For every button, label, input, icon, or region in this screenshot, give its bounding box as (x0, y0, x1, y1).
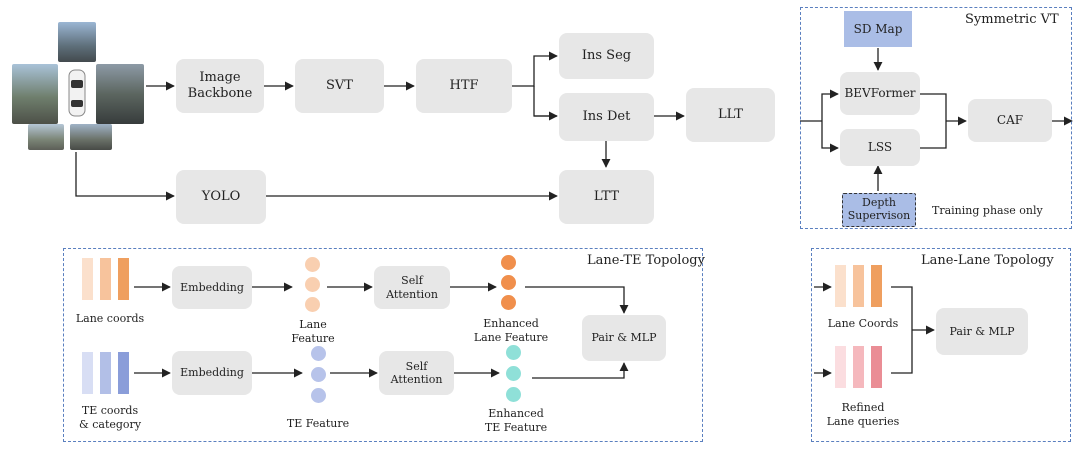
te-feature-label: TE Feature (286, 417, 350, 430)
te-coords-label: TE coords & category (78, 404, 142, 432)
lane-coords-label-ll: Lane Coords (827, 317, 899, 330)
ins-seg-box: Ins Seg (559, 33, 654, 79)
camera-image-front-left (12, 64, 58, 124)
depth-supervision-box: Depth Supervison (842, 193, 916, 227)
lane-coords-strip (835, 265, 846, 307)
sd-map-box: SD Map (844, 11, 912, 47)
enhanced-te-feature-label: Enhanced TE Feature (484, 407, 548, 435)
lane-coords-strip (853, 265, 864, 307)
enhanced-lane-feature-dot (501, 255, 516, 270)
lane-coords-strip (82, 258, 93, 300)
refined-query-strip (853, 346, 864, 388)
enhanced-lane-feature-dot (501, 275, 516, 290)
htf-box: HTF (416, 59, 512, 113)
enhanced-te-feature-dot (506, 387, 521, 402)
ins-det-box: Ins Det (559, 93, 654, 141)
self-attention-box-te: Self Attention (379, 351, 454, 395)
lss-box: LSS (840, 129, 920, 166)
pair-mlp-box-lane-lane: Pair & MLP (936, 308, 1028, 355)
lane-feature-label: Lane Feature (291, 318, 335, 346)
lane-coords-label: Lane coords (75, 312, 145, 325)
symmetric-vt-panel (800, 7, 1072, 229)
embedding-box-te: Embedding (172, 351, 252, 395)
pair-mlp-box-lane-te: Pair & MLP (582, 315, 666, 361)
enhanced-te-feature-dot (506, 345, 521, 360)
lane-te-title: Lane-TE Topology (587, 253, 705, 268)
symmetric-vt-title: Symmetric VT (965, 12, 1059, 27)
te-feature-dot (311, 367, 326, 382)
lane-lane-title: Lane-Lane Topology (921, 253, 1054, 268)
te-coords-strip (118, 352, 129, 394)
refined-query-strip (835, 346, 846, 388)
image-backbone-box: Image Backbone (176, 59, 264, 113)
te-coords-strip (82, 352, 93, 394)
camera-image-back (70, 124, 112, 150)
training-phase-note: Training phase only (932, 204, 1043, 217)
bevformer-box: BEVFormer (840, 72, 920, 115)
lane-feature-dot (305, 277, 320, 292)
lane-coords-strip (871, 265, 882, 307)
refined-queries-label: Refined Lane queries (826, 401, 900, 429)
camera-image-front (58, 22, 96, 62)
enhanced-lane-feature-dot (501, 295, 516, 310)
car-icon (60, 64, 94, 122)
te-feature-dot (311, 388, 326, 403)
enhanced-te-feature-dot (506, 366, 521, 381)
lane-lane-panel (811, 248, 1071, 442)
lane-coords-strip (118, 258, 129, 300)
camera-image-back-left (28, 124, 64, 150)
lane-te-panel (63, 248, 703, 442)
camera-image-front-right (96, 64, 144, 124)
yolo-box: YOLO (176, 170, 266, 224)
lane-coords-strip (100, 258, 111, 300)
embedding-box-lane: Embedding (172, 266, 252, 309)
enhanced-lane-feature-label: Enhanced Lane Feature (473, 317, 549, 345)
te-feature-dot (311, 346, 326, 361)
svt-box: SVT (295, 59, 384, 113)
self-attention-box-lane: Self Attention (374, 266, 450, 309)
refined-query-strip (871, 346, 882, 388)
llt-box: LLT (686, 88, 775, 142)
ltt-box: LTT (559, 170, 654, 224)
te-coords-strip (100, 352, 111, 394)
caf-box: CAF (968, 99, 1052, 142)
lane-feature-dot (305, 257, 320, 272)
lane-feature-dot (305, 297, 320, 312)
